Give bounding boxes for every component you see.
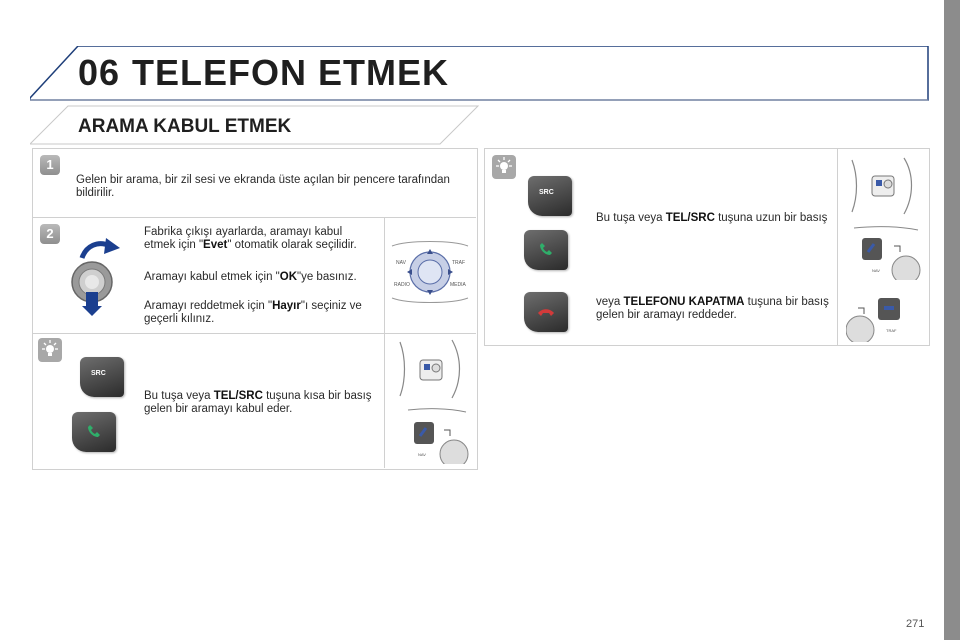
ok-label: OK <box>279 271 297 283</box>
step-1-text: Gelen bir arama, bir zil sesi ve ekranda… <box>76 174 450 199</box>
lightbulb-icon <box>492 155 516 179</box>
step-2-paragraph-1: Fabrika çıkışı ayarlarda, aramayı kabul … <box>144 226 357 251</box>
header-band <box>30 46 929 101</box>
left-panel-divider-2 <box>33 333 476 334</box>
phone-hangup-icon <box>538 309 554 316</box>
tel-src-button-image: SRC <box>80 357 124 397</box>
phone-answer-icon <box>540 243 552 255</box>
knob-label-nav: NAV <box>396 260 407 266</box>
knob-label-radio: RADIO <box>394 282 410 288</box>
steering-wheel-control-image <box>399 339 461 399</box>
knob-label-media: MEDIA <box>450 282 467 288</box>
step-1-badge: 1 <box>40 155 60 175</box>
chapter-number: 06 <box>78 52 121 93</box>
tip-right-text-1: Bu tuşa veya TEL/SRC tuşuna uzun bir bas… <box>596 212 828 224</box>
left-panel-divider-1 <box>33 217 476 218</box>
phone-answer-button-image <box>524 230 568 270</box>
knob-label-traf: TRAF <box>452 260 465 266</box>
rotary-knob-icon <box>71 238 120 316</box>
phone-answer-icon <box>88 425 100 437</box>
step-2-paragraph-2: Aramayı kabul etmek için "OK"ye basınız. <box>144 271 357 283</box>
steering-wheel-control-image <box>851 157 913 215</box>
chapter-title: TELEFON ETMEK <box>132 52 449 93</box>
tel-src-label: TEL/SRC <box>665 212 715 224</box>
section-band <box>30 105 480 145</box>
phone-answer-button-image <box>72 412 116 452</box>
section-title: ARAMA KABUL ETMEK <box>78 116 292 137</box>
traf-label: TRAF <box>886 328 897 333</box>
phone-hangup-button-image <box>524 292 568 332</box>
steering-wheel-phone-image: NAV <box>407 408 469 464</box>
page-edge-strip <box>944 0 960 640</box>
src-label: SRC <box>539 189 554 196</box>
right-panel-image-divider <box>837 149 838 345</box>
src-label: SRC <box>91 370 106 377</box>
tip-right-text-2: veya TELEFONU KAPATMA tuşuna bir basış g… <box>596 296 829 321</box>
left-panel-image-divider <box>384 218 385 468</box>
nav-label-left: NAV <box>418 452 426 457</box>
nav-label-right: NAV <box>872 268 880 273</box>
step-2-badge: 2 <box>40 224 60 244</box>
evet-label: Evet <box>203 239 228 251</box>
hayir-label: Hayır <box>272 300 301 312</box>
tel-src-button-image: SRC <box>528 176 572 216</box>
hangup-label: TELEFONU KAPATMA <box>623 296 745 308</box>
lightbulb-icon <box>38 338 62 362</box>
steering-wheel-hangup-image: TRAF <box>846 298 900 342</box>
tel-src-label: TEL/SRC <box>213 390 263 402</box>
knob-diagram: NAV TRAF RADIO MEDIA <box>391 241 469 303</box>
page-number: 271 <box>906 618 925 630</box>
steering-wheel-phone-image: NAV <box>853 226 921 280</box>
step-2-paragraph-3: Aramayı reddetmek için "Hayır"ı seçiniz … <box>144 300 362 325</box>
tip-left-text: Bu tuşa veya TEL/SRC tuşuna kısa bir bas… <box>144 390 372 415</box>
